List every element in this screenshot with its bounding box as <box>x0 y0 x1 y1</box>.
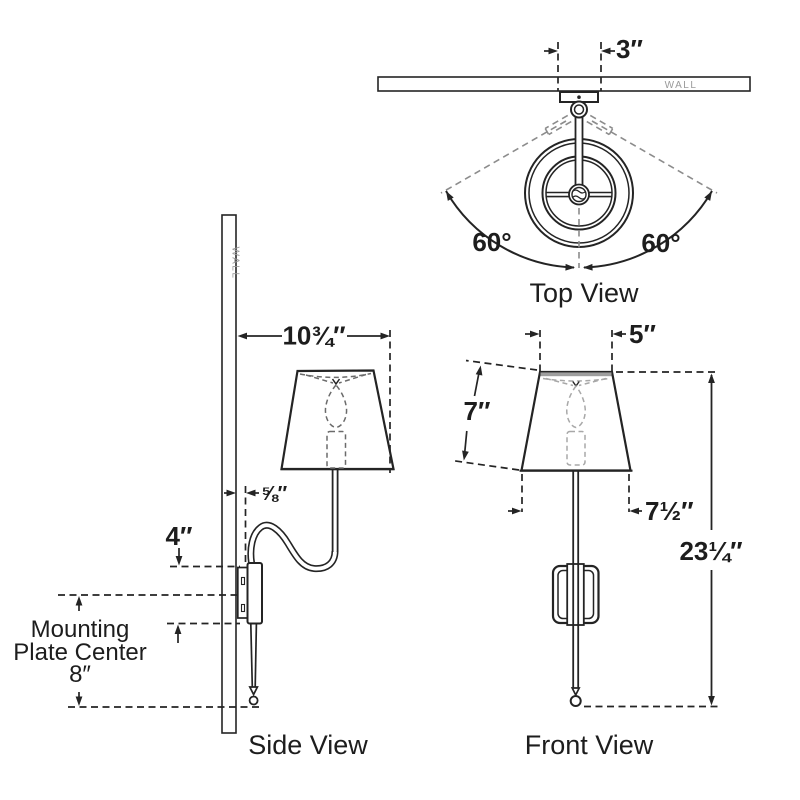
shade-front <box>519 370 633 472</box>
finial-side <box>248 623 259 706</box>
view-label-front: Front View <box>525 730 654 760</box>
top-view: WALL 3″ <box>377 34 751 308</box>
shade-side <box>280 369 395 471</box>
dim-swing-right-label: 60° <box>641 228 680 258</box>
dim-backplate-height-label: 4″ <box>166 521 193 551</box>
view-label-side: Side View <box>248 730 368 760</box>
dim-backplate-width-label: 3″ <box>616 34 643 64</box>
dim-projection-label: 10¾″ <box>282 321 345 351</box>
wall-label-backing-side <box>224 240 234 286</box>
dimension-shade-bottom-width: 7½″ <box>508 474 694 526</box>
arm-ghost-left <box>586 114 614 136</box>
mounting-note-line3: 8″ <box>69 661 91 688</box>
swing-guide-left <box>440 120 567 194</box>
dimension-projection: 10¾″ <box>237 321 391 473</box>
dim-swing-left-label: 60° <box>472 227 511 257</box>
knuckle <box>570 100 588 119</box>
dimension-backplate-width: 3″ <box>544 34 643 91</box>
dim-overall-height-label: 23¼″ <box>679 536 742 566</box>
swivel-arc-right <box>583 190 713 271</box>
mounting-note-line2: Plate Center <box>13 639 146 666</box>
dimension-shade-height: 7″ <box>451 359 538 471</box>
backplate-front <box>551 563 600 626</box>
bulb-front <box>566 384 586 466</box>
dim-shade-top-width-label: 5″ <box>629 319 656 349</box>
wall-label-backing <box>656 79 706 89</box>
finial-front <box>569 687 582 707</box>
dim-wall-offset-label: ⅝″ <box>261 483 288 505</box>
dimension-wall-offset: ⅝″ <box>224 483 288 564</box>
mounting-note-line1: Mounting <box>31 616 130 643</box>
front-view: 5″ 7″ 7½″ <box>451 319 743 760</box>
center-knob <box>568 183 590 206</box>
dimension-backplate-height: 4″ <box>166 521 240 643</box>
dimension-shade-top-width: 5″ <box>525 319 656 371</box>
dim-shade-height-label: 7″ <box>464 396 491 426</box>
view-label-top: Top View <box>529 278 639 308</box>
backplate-side <box>236 562 263 625</box>
stem-side-upper <box>331 469 339 552</box>
wall-label-side: WALL <box>230 247 241 280</box>
dim-shade-bottom-width-label: 7½″ <box>645 496 694 526</box>
arm-side <box>247 521 339 573</box>
dimension-overall-height: 23¼″ <box>584 371 743 708</box>
dimension-mounting-plate-center: Mounting Plate Center 8″ <box>13 594 262 708</box>
bulb-side <box>324 383 348 469</box>
stem-front <box>572 471 580 688</box>
swivel-arc-left <box>445 190 575 271</box>
wall-side <box>221 214 237 734</box>
wall-label-top: WALL <box>665 80 698 91</box>
swing-guide-right <box>591 120 718 194</box>
side-view: WALL <box>13 214 395 760</box>
arm-top <box>574 116 584 186</box>
arm-ghost-right <box>544 114 572 136</box>
